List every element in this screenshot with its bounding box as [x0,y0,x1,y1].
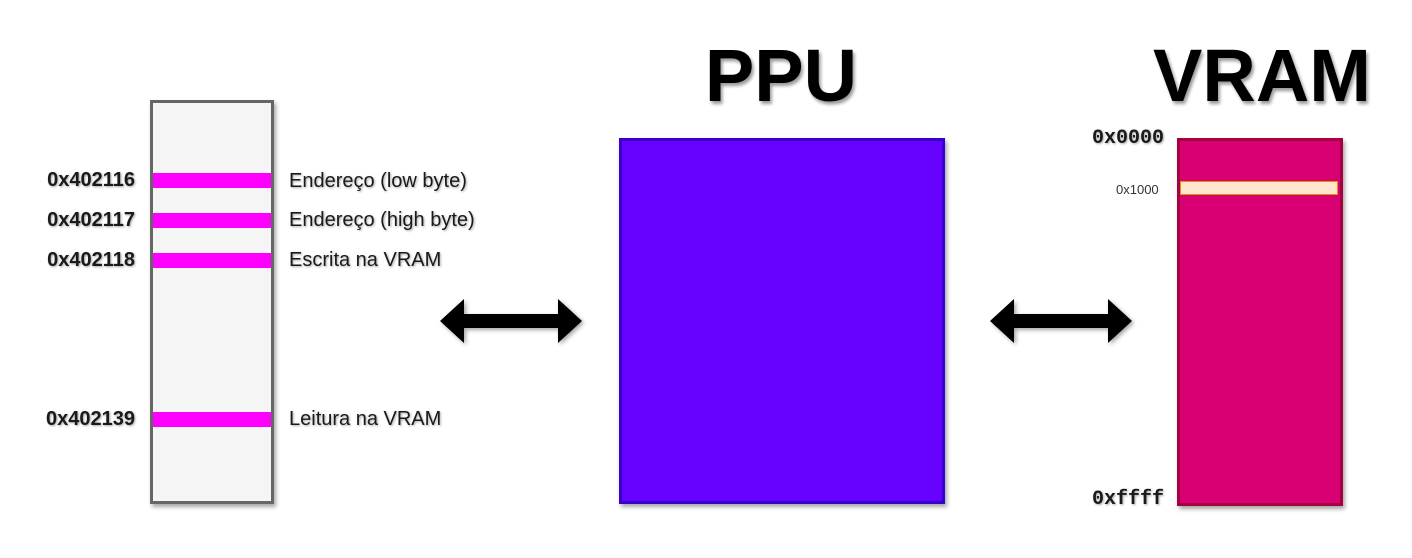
register-bar-vram-write [153,253,271,268]
register-description: Endereço (high byte) [289,209,475,231]
register-address: 0x402139 [46,408,135,430]
register-description: Escrita na VRAM [289,249,442,271]
double-headed-arrow-icon [440,299,582,343]
vram-title: VRAM [1153,34,1371,117]
vram-end-address: 0xffff [1092,488,1165,511]
double-headed-arrow-icon [990,299,1132,343]
register-description: Endereço (low byte) [289,170,467,192]
vram-start-address: 0x0000 [1092,127,1165,150]
register-bar-vram-read [153,412,271,427]
vram-slot [1180,181,1338,195]
vram-block [1177,138,1343,506]
vram-slot-address: 0x1000 [1116,182,1159,197]
register-bar-low-byte [153,173,271,188]
register-description: Leitura na VRAM [289,408,442,430]
register-block [150,100,274,504]
register-address: 0x402118 [47,249,135,271]
register-address: 0x402116 [47,169,135,191]
register-bar-high-byte [153,213,271,228]
ppu-title: PPU [704,34,858,117]
ppu-block [619,138,945,504]
register-address: 0x402117 [47,209,135,231]
